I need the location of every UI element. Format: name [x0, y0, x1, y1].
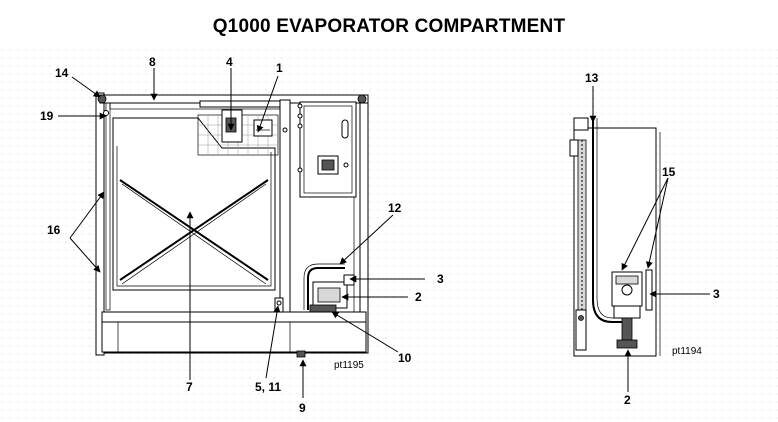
leader-5-11	[265, 305, 281, 379]
leader-16a	[69, 191, 105, 239]
leader-12	[339, 214, 394, 265]
side-pump-bracket	[645, 269, 653, 311]
evaporator-plate	[112, 117, 276, 291]
leader-15a	[621, 177, 669, 271]
water-pump-fitting	[343, 274, 355, 286]
callout-2-right: 2	[624, 393, 631, 407]
figure-ref-front: pt1195	[334, 360, 364, 371]
side-pump-foot	[616, 339, 638, 349]
callout-4: 4	[226, 55, 233, 69]
callout-3-right: 3	[713, 287, 720, 301]
leader-14	[71, 76, 101, 98]
side-pump-base	[613, 305, 641, 319]
control-box-inner	[303, 105, 353, 194]
front-view	[95, 92, 369, 358]
callout-labels: 8 14 19 4 1 16 7 5, 11 9 10 12 3 2 13 15…	[40, 55, 720, 415]
leader-lines	[58, 68, 710, 398]
callout-7: 7	[186, 380, 193, 394]
callout-12: 12	[388, 201, 402, 215]
distribution-tube	[199, 100, 291, 108]
ice-thickness-sensor	[253, 119, 273, 137]
side-water-tube	[592, 118, 628, 323]
drain-fitting	[296, 350, 306, 358]
figure-ref-side: pt1194	[672, 346, 702, 357]
water-trough	[101, 311, 367, 323]
callout-9: 9	[299, 401, 306, 415]
callout-2-left: 2	[415, 290, 422, 304]
callout-8: 8	[149, 55, 156, 69]
top-left-bolt-2	[103, 110, 109, 116]
callout-10: 10	[398, 351, 412, 365]
control-box	[299, 101, 357, 198]
callout-14: 14	[55, 66, 69, 80]
leader-16b	[69, 237, 101, 273]
callout-13: 13	[585, 71, 599, 85]
leader-15b	[645, 177, 669, 269]
leader-1	[256, 75, 279, 133]
callout-16: 16	[47, 223, 61, 237]
callout-3-left: 3	[437, 272, 444, 286]
water-tube	[307, 267, 345, 310]
callout-1: 1	[276, 61, 283, 75]
evaporator-plate-edge	[116, 146, 272, 287]
side-view	[569, 117, 661, 357]
side-top-cap	[573, 117, 589, 131]
control-box-slot	[341, 119, 349, 139]
water-trough-base	[101, 321, 367, 353]
evaporator-x-2	[119, 179, 269, 281]
callout-15: 15	[662, 165, 676, 179]
top-right-bolt	[357, 94, 367, 104]
water-pump-motor	[317, 287, 341, 303]
evaporator-x-2b	[121, 183, 267, 285]
leader-10	[331, 311, 399, 353]
side-pump-stem	[621, 317, 633, 341]
diagram-title: Q1000 EVAPORATOR COMPARTMENT	[212, 16, 566, 37]
callout-19: 19	[40, 109, 54, 123]
callout-5-11: 5, 11	[255, 380, 281, 394]
